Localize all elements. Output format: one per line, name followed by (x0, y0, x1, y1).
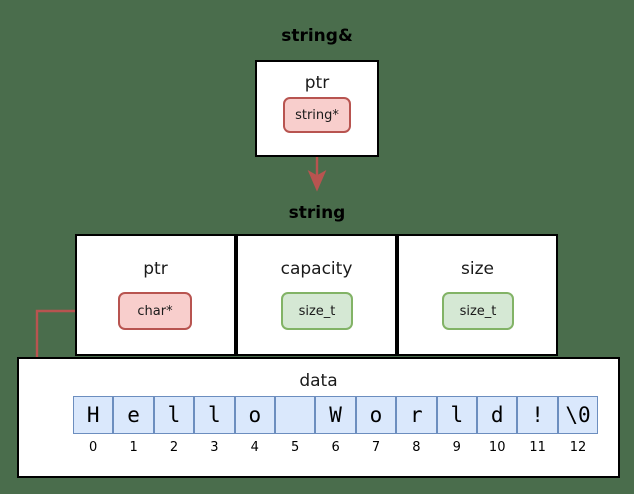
data-cell-index: 11 (529, 440, 546, 455)
data-cell-index: 9 (452, 440, 461, 455)
data-cell-index: 2 (169, 440, 179, 455)
data-cell[interactable]: ! (517, 396, 558, 434)
reference-title: string& (281, 26, 353, 46)
data-buffer-title: data (299, 371, 338, 391)
data-cell-index: 8 (412, 440, 421, 455)
string-struct-title: string (288, 203, 346, 223)
data-cell-index: 12 (569, 440, 587, 455)
data-cell[interactable]: r (396, 396, 437, 434)
chip-string-pointer-label: string* (295, 107, 339, 123)
data-cell-index: 3 (210, 440, 219, 455)
chip-string-pointer[interactable]: string* (283, 97, 351, 133)
data-cell-index: 0 (89, 440, 98, 455)
data-cell-index: 7 (371, 440, 381, 455)
chip-char-pointer-label: char* (137, 303, 173, 319)
data-cell[interactable]: W (315, 396, 356, 434)
data-cell[interactable]: l (194, 396, 235, 434)
string-field-label-capacity: capacity (280, 259, 353, 279)
data-cell-index: 4 (250, 440, 259, 455)
string-field-label-ptr: ptr (143, 259, 168, 279)
data-cell-index: 1 (129, 440, 138, 455)
chip-size-value-label: size_t (459, 303, 497, 319)
string-field-label-size: size (461, 259, 494, 279)
data-cell[interactable]: l (153, 396, 195, 434)
data-cell[interactable]: o (234, 396, 275, 434)
data-cell[interactable]: d (477, 396, 518, 434)
chip-size-value[interactable]: size_t (442, 292, 514, 330)
chip-char-pointer[interactable]: char* (118, 292, 192, 330)
data-cell[interactable]: \0 (557, 396, 599, 434)
data-cell-index: 5 (291, 440, 300, 455)
data-cell[interactable] (275, 396, 316, 434)
data-cell-index: 6 (331, 440, 340, 455)
chip-capacity-value-label: size_t (298, 303, 336, 319)
data-cell[interactable]: l (436, 396, 477, 434)
reference-field-label: ptr (304, 73, 330, 93)
data-cell[interactable]: o (355, 396, 397, 434)
data-cell[interactable]: H (73, 396, 114, 434)
data-cell-index: 10 (488, 440, 506, 455)
data-cell[interactable]: e (113, 396, 154, 434)
chip-capacity-value[interactable]: size_t (281, 292, 353, 330)
string-field-panel-ptr: ptr (75, 234, 236, 356)
